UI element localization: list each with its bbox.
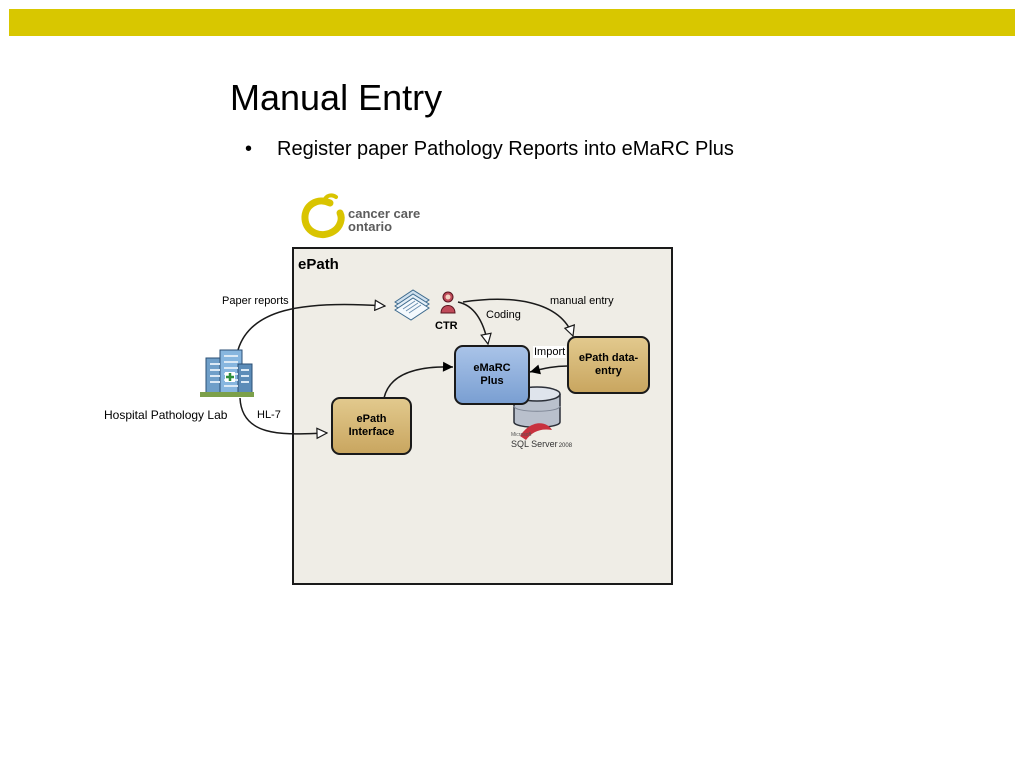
- hospital-building-icon: [200, 349, 254, 397]
- label-paper-reports: Paper reports: [222, 295, 289, 307]
- bullet-item: • Register paper Pathology Reports into e…: [245, 138, 734, 161]
- label-manual-entry: manual entry: [550, 295, 614, 307]
- label-import: Import: [533, 346, 567, 358]
- label-ctr: CTR: [435, 320, 458, 332]
- edge-import: [529, 364, 569, 375]
- sql-server-text: SQL Server2008: [511, 439, 572, 449]
- edge-paper-reports: [237, 304, 385, 351]
- node-epath-interface-label: ePath Interface: [348, 413, 395, 438]
- edge-coding: [457, 301, 488, 344]
- logo-mark-icon: [301, 193, 345, 238]
- node-epath-data-entry: ePath data- entry: [567, 336, 650, 394]
- edge-manual-entry: [462, 298, 573, 336]
- person-icon: [440, 291, 456, 314]
- label-hospital-pathology-lab: Hospital Pathology Lab: [104, 408, 228, 422]
- cancer-care-ontario-logo: cancer care ontario: [300, 193, 430, 241]
- label-coding: Coding: [486, 309, 521, 321]
- node-emarc-plus: eMaRC Plus: [454, 345, 530, 405]
- slide-title: Manual Entry: [230, 77, 443, 118]
- edge-interface-to-emarc: [383, 361, 454, 399]
- sql-server-microsoft-text: Microsoft: [511, 432, 532, 438]
- bullet-symbol: •: [245, 138, 253, 160]
- bullet-text: Register paper Pathology Reports into eM…: [277, 138, 734, 160]
- logo-text: cancer care ontario: [348, 207, 420, 233]
- edge-hl7: [239, 397, 327, 434]
- node-emarc-plus-label: eMaRC Plus: [473, 362, 511, 387]
- node-epath-data-entry-label: ePath data- entry: [578, 352, 639, 377]
- node-epath-interface: ePath Interface: [331, 397, 412, 455]
- paper-documents-icon: [394, 289, 430, 321]
- sql-server-version: 2008: [558, 443, 573, 449]
- label-hl7: HL-7: [257, 409, 281, 421]
- logo-line-1: cancer care: [348, 206, 421, 221]
- sql-server-name: SQL Server: [511, 439, 558, 449]
- sql-server-logo-icon: [520, 423, 552, 440]
- logo-line-2: ontario: [348, 219, 393, 234]
- epath-frame-title: ePath: [298, 256, 339, 273]
- top-accent-bar: [9, 9, 1015, 36]
